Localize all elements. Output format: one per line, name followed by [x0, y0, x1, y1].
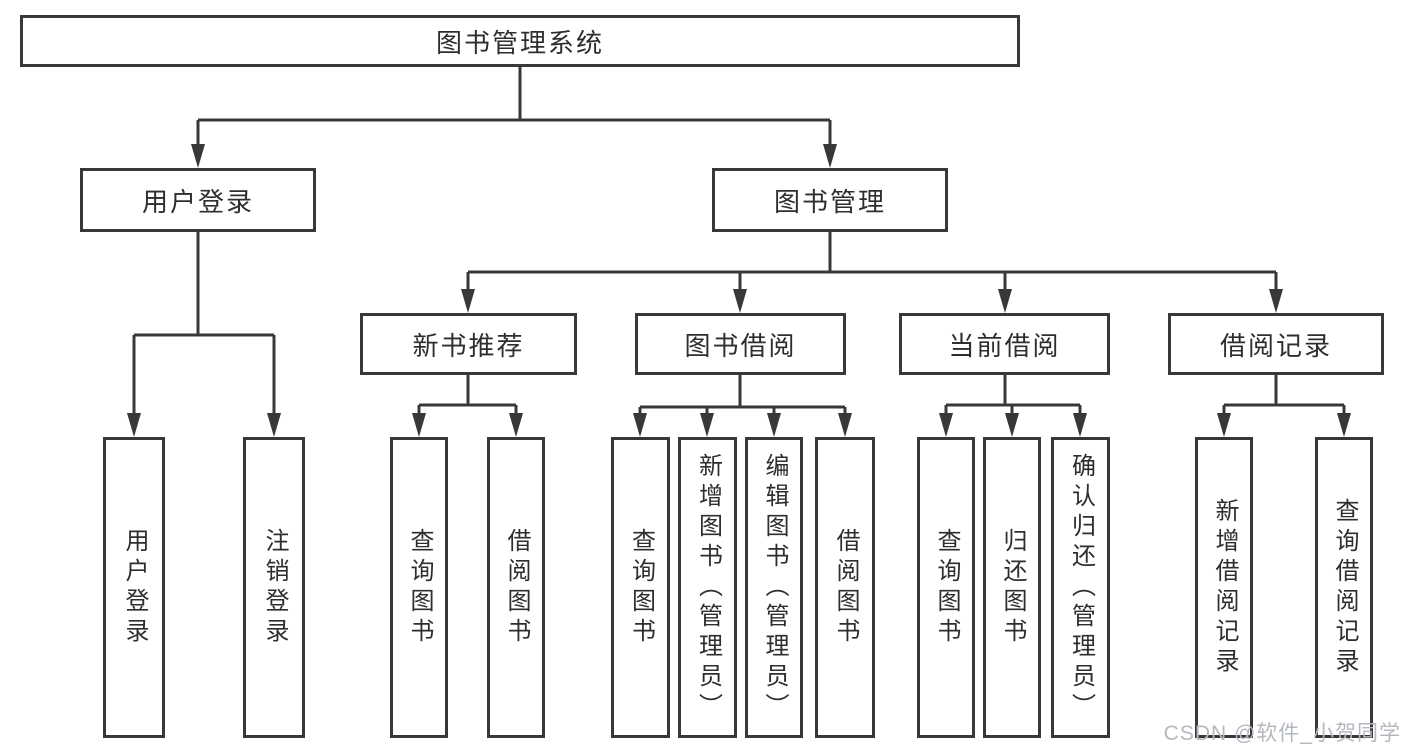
leaf-query-borrow-record: 查询借阅记录: [1315, 437, 1373, 738]
leaf-add-borrow-record: 新增借阅记录: [1195, 437, 1253, 738]
node-borrow-records-label: 借阅记录: [1219, 330, 1332, 361]
leaf-logout: 注销登录: [243, 437, 305, 738]
leaf-add-borrow-record-label: 新增借阅记录: [1211, 497, 1238, 678]
node-user-login: 用户登录: [80, 168, 316, 232]
leaf-query-borrow-record-label: 查询借阅记录: [1331, 497, 1358, 678]
node-borrow-records: 借阅记录: [1168, 313, 1384, 375]
leaf-confirm-return-admin: 确认归还（管理员）: [1051, 437, 1110, 738]
leaf-query-books-3: 查询图书: [917, 437, 975, 738]
node-book-borrow: 图书借阅: [635, 313, 846, 375]
node-book-management-label: 图书管理: [773, 186, 886, 217]
leaf-query-books-2-label: 查询图书: [627, 527, 655, 648]
leaf-query-books-1: 查询图书: [390, 437, 448, 738]
leaf-return-books-label: 归还图书: [999, 527, 1026, 648]
leaf-confirm-return-admin-label: 确认归还（管理员）: [1067, 452, 1095, 723]
leaf-edit-book-admin-label: 编辑图书（管理员）: [761, 452, 788, 723]
node-current-borrow: 当前借阅: [899, 313, 1110, 375]
node-root-label: 图书管理系统: [435, 27, 604, 58]
leaf-edit-book-admin: 编辑图书（管理员）: [745, 437, 803, 738]
csdn-watermark: CSDN @软件_小贺同学: [1163, 722, 1401, 745]
node-current-borrow-label: 当前借阅: [948, 330, 1061, 361]
leaf-borrow-books-2: 借阅图书: [815, 437, 875, 738]
leaf-user-login: 用户登录: [103, 437, 165, 738]
node-book-borrow-label: 图书借阅: [684, 330, 797, 361]
node-new-book-recommend: 新书推荐: [360, 313, 577, 375]
leaf-query-books-2: 查询图书: [611, 437, 670, 738]
leaf-borrow-books-1-label: 借阅图书: [503, 527, 530, 648]
leaf-logout-label: 注销登录: [261, 527, 288, 648]
leaf-borrow-books-1: 借阅图书: [487, 437, 545, 738]
leaf-query-books-1-label: 查询图书: [406, 527, 433, 648]
leaf-return-books: 归还图书: [983, 437, 1041, 738]
node-root: 图书管理系统: [20, 15, 1020, 67]
leaf-query-books-3-label: 查询图书: [933, 527, 960, 648]
node-book-management: 图书管理: [712, 168, 948, 232]
leaf-add-book-admin-label: 新增图书（管理员）: [694, 452, 722, 723]
leaf-add-book-admin: 新增图书（管理员）: [678, 437, 737, 738]
leaf-borrow-books-2-label: 借阅图书: [832, 527, 859, 648]
leaf-user-login-label: 用户登录: [121, 527, 148, 648]
node-user-login-label: 用户登录: [141, 186, 254, 217]
node-new-book-recommend-label: 新书推荐: [412, 330, 525, 361]
